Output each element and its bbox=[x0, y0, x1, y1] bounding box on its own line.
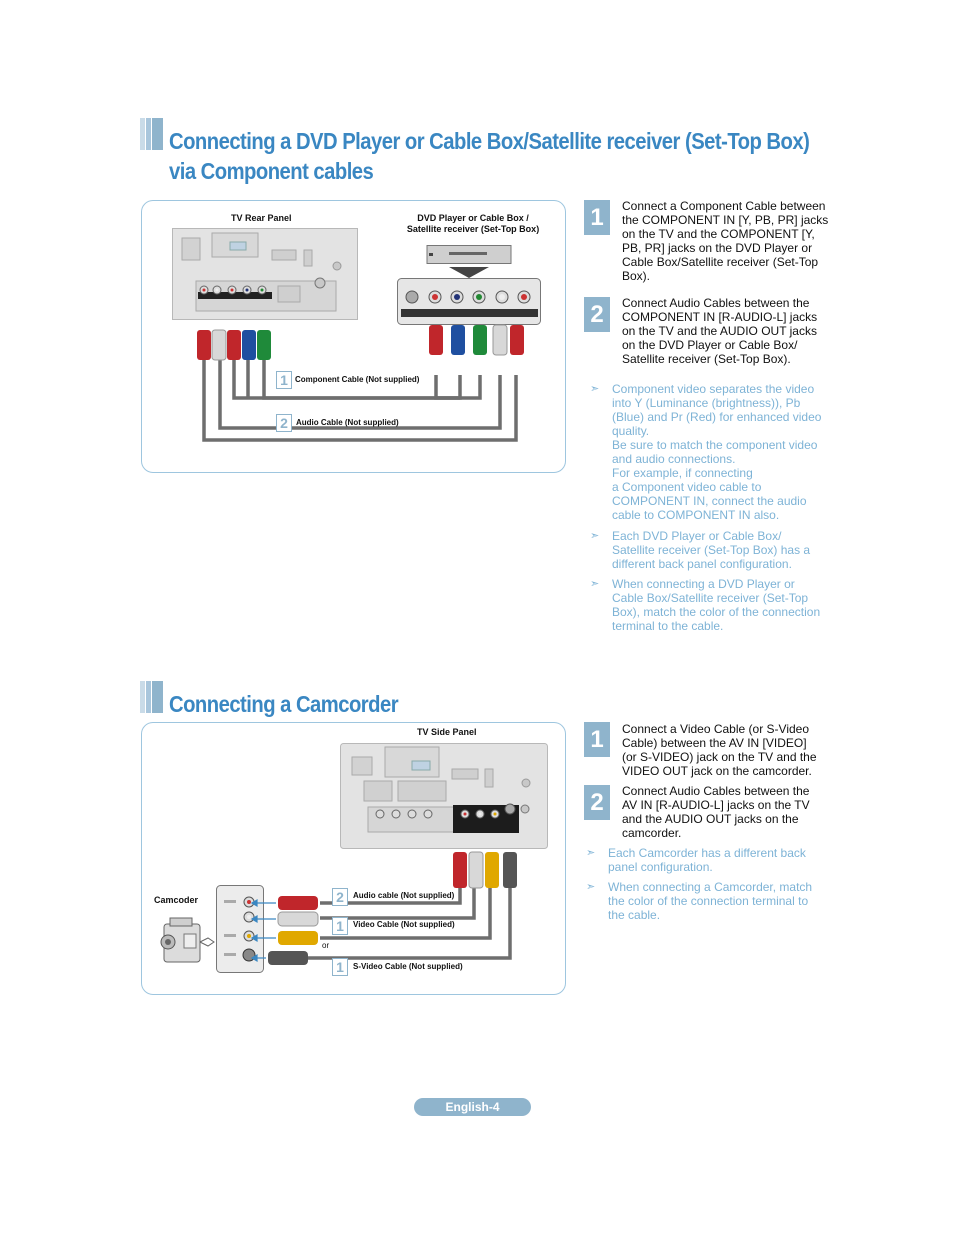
cam-step1-badge: 1 bbox=[584, 722, 610, 757]
note2-text: Each DVD Player or Cable Box/ Satellite … bbox=[612, 529, 811, 571]
step2-text: Connect Audio Cables between the COMPONE… bbox=[622, 296, 818, 366]
camcorder-cables-graphic bbox=[250, 851, 517, 965]
camcorder-svideo-cable-label: S-Video Cable (Not supplied) bbox=[353, 962, 463, 971]
dvd-label-line2: Satellite receiver (Set-Top Box) bbox=[406, 224, 540, 234]
component-cable-label: Component Cable (Not supplied) bbox=[295, 375, 420, 384]
note-arrow-icon: ➣ bbox=[590, 383, 600, 395]
tv-side-panel-graphic bbox=[340, 743, 548, 849]
section-title-bar-icon bbox=[140, 681, 163, 713]
section1-title-line1: Connecting a DVD Player or Cable Box/Sat… bbox=[169, 128, 810, 154]
cam-step1-text: Connect a Video Cable (or S-Video Cable)… bbox=[622, 722, 817, 778]
section-title-bar-icon bbox=[140, 118, 163, 150]
section1-title-line2: via Component cables bbox=[169, 158, 374, 184]
tv-rear-panel-graphic bbox=[172, 228, 358, 320]
note3-text: When connecting a DVD Player or Cable Bo… bbox=[612, 577, 821, 633]
cable2-number-badge: 2 bbox=[276, 414, 292, 432]
step1-text: Connect a Component Cable between the CO… bbox=[622, 199, 829, 283]
step2-badge: 2 bbox=[584, 297, 610, 332]
tv-side-panel-label: TV Side Panel bbox=[417, 727, 477, 737]
camcorder-video-cable-label: Video Cable (Not supplied) bbox=[353, 920, 455, 929]
tv-side-plugs bbox=[197, 329, 271, 361]
tv-side-plugs bbox=[453, 851, 517, 889]
video-cable-number-badge: 1 bbox=[332, 917, 348, 935]
audio-cable-number-badge: 2 bbox=[332, 888, 348, 906]
svideo-cable-number-badge: 1 bbox=[332, 958, 348, 976]
audio-cable-label: Audio Cable (Not supplied) bbox=[296, 418, 399, 427]
camcorder-side-plugs bbox=[268, 896, 319, 965]
tv-rear-panel-label: TV Rear Panel bbox=[231, 213, 292, 223]
note-arrow-icon: ➣ bbox=[590, 578, 600, 590]
note-arrow-icon: ➣ bbox=[586, 881, 596, 893]
cam-step2-text: Connect Audio Cables between the AV IN [… bbox=[622, 784, 810, 840]
dvd-side-plugs bbox=[429, 324, 524, 356]
camcorder-label: Camcoder bbox=[154, 895, 199, 905]
or-label: or bbox=[322, 941, 330, 950]
page-number-badge: English-4 bbox=[414, 1098, 531, 1116]
component-cables-graphic bbox=[197, 324, 524, 442]
section2-title: Connecting a Camcorder bbox=[169, 691, 399, 717]
tv-component-jacks bbox=[199, 285, 267, 295]
dvd-label-line1: DVD Player or Cable Box / bbox=[417, 213, 529, 223]
camcorder-graphic bbox=[160, 917, 215, 963]
cable1-number-badge: 1 bbox=[276, 371, 292, 389]
step1-badge: 1 bbox=[584, 200, 610, 235]
cam-note2-text: When connecting a Camcorder, match the c… bbox=[608, 880, 813, 922]
cam-note1-text: Each Camcorder has a different back pane… bbox=[608, 846, 806, 874]
cam-step2-badge: 2 bbox=[584, 785, 610, 820]
note-arrow-icon: ➣ bbox=[590, 530, 600, 542]
camcorder-jack-panel-graphic bbox=[216, 885, 264, 973]
note-arrow-icon: ➣ bbox=[586, 847, 596, 859]
dvd-player-graphic bbox=[397, 245, 541, 325]
note1-text: Component video separates the video into… bbox=[612, 382, 822, 522]
camcorder-audio-cable-label: Audio cable (Not supplied) bbox=[353, 891, 455, 900]
